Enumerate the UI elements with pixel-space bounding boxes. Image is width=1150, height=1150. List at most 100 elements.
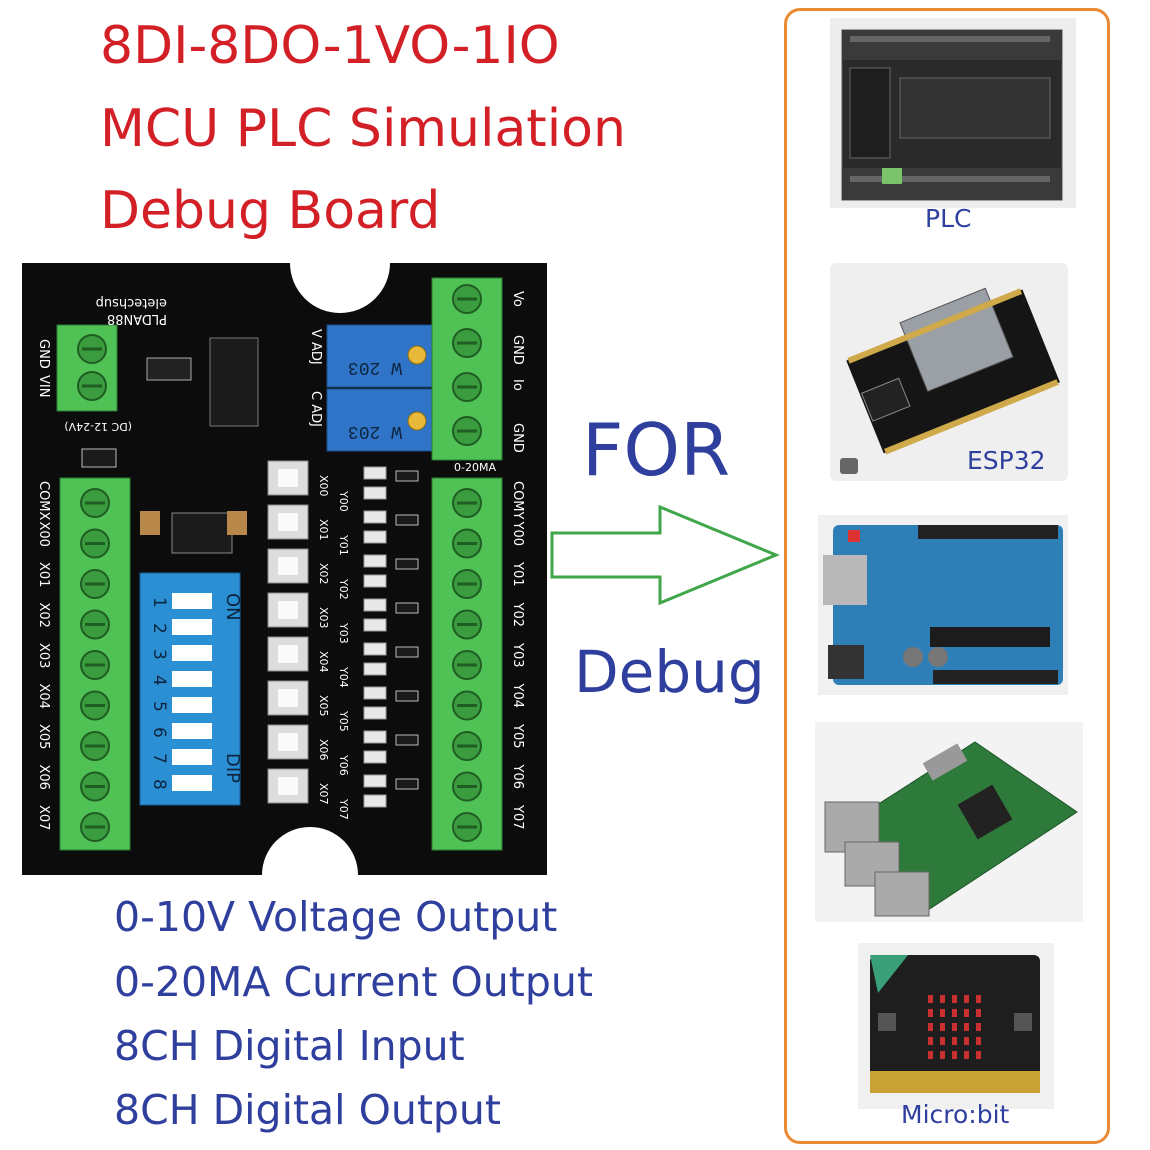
for-text: FOR [582,408,731,492]
bottom-mount-hole [262,827,358,875]
dip-number: 1 [149,597,169,608]
power-note: (DC 12-24V) [64,420,132,433]
terminal-label: Y07 [510,804,525,829]
led [363,750,387,764]
terminal-label: X01 [36,562,51,587]
c-adj-label: C ADJ [308,391,323,427]
terminal-label: Vo [510,291,525,307]
dip-number: 8 [149,779,169,790]
led [363,642,387,656]
dip-number: 7 [149,753,169,764]
led-y-label: Y07 [337,798,350,820]
led-x-label: X06 [317,739,330,761]
terminal-label: Y00 [510,521,525,546]
led-y-label: Y03 [337,622,350,644]
raspberry-pi-image [815,722,1083,922]
terminal-label: X05 [36,724,51,749]
title-line-3: Debug Board [100,181,441,241]
gnd-label: GND [36,339,51,369]
dip-on-label: ON [222,593,243,621]
terminal-label: Y03 [510,642,525,667]
terminal-label: Y01 [510,561,525,586]
terminal-label: COMY [510,481,525,520]
terminal-label: X06 [36,765,51,790]
model-label: PLDAN88 [107,311,167,326]
arduino-image [818,515,1068,695]
led-x-label: X03 [317,607,330,629]
terminal-label: X07 [36,805,51,830]
led [363,686,387,700]
terminal-label: X03 [36,643,51,668]
led [363,794,387,808]
led-y-label: Y05 [337,710,350,732]
top-mount-hole [290,263,390,313]
dip-switch-lever [172,697,212,713]
led [363,730,387,744]
led [363,774,387,788]
dip-number: 3 [149,649,169,660]
dip-number: 5 [149,701,169,712]
led-x-label: X07 [317,783,330,805]
led [363,662,387,676]
current-range-label: 0-20MA [454,461,496,474]
spec-digital-output: 8CH Digital Output [114,1086,501,1134]
dip-number: 2 [149,623,169,634]
dip-switch-lever [172,671,212,687]
led [363,554,387,568]
push-button [267,548,309,584]
led [363,486,387,500]
led-x-label: X04 [317,651,330,673]
esp32-image [830,263,1068,481]
led-y-label: Y04 [337,666,350,688]
dip-switch-lever [172,775,212,791]
led-x-label: X00 [317,475,330,497]
terminal-label: GND [510,423,525,453]
dip-switch-lever [172,723,212,739]
terminal-label: Y05 [510,723,525,748]
terminal-label: X02 [36,603,51,628]
dip-switch-lever [172,593,212,609]
led [363,510,387,524]
dip-switch-lever [172,645,212,661]
v-adj-label: V ADJ [308,329,323,365]
terminal-label: COMX [36,481,51,521]
pot-label-1: W 203 [348,357,402,377]
dip-switch-lever [172,749,212,765]
dip-switch [139,572,241,806]
compatible-devices-frame [784,8,1110,1144]
led [363,574,387,588]
dip-number: 4 [149,675,169,686]
microbit-image [858,943,1054,1109]
led-x-label: X02 [317,563,330,585]
spec-voltage: 0-10V Voltage Output [114,893,558,941]
debug-text: Debug [574,638,765,706]
led-x-label: X01 [317,519,330,541]
pot-label-2: W 203 [348,421,402,441]
device-label-plc: PLC [925,204,972,233]
led-y-label: Y02 [337,578,350,600]
device-label-esp32: ESP32 [967,446,1046,475]
terminal-label: Y04 [510,683,525,708]
terminal-label: Y02 [510,602,525,627]
terminal-label: GND [510,335,525,365]
title-line-2: MCU PLC Simulation [100,99,626,159]
device-label-microbit: Micro:bit [901,1100,1010,1129]
ic-chip [209,337,259,427]
arrow-right-icon [550,505,780,605]
led [363,598,387,612]
led-x-label: X05 [317,695,330,717]
spec-digital-input: 8CH Digital Input [114,1022,465,1070]
led-y-label: Y00 [337,490,350,512]
led [363,530,387,544]
terminal-label: Y06 [510,764,525,789]
spec-current: 0-20MA Current Output [114,958,593,1006]
debug-board-image: GND VIN eletechsup PLDAN88 (DC 12-24V) W… [22,263,547,875]
dip-label: DIP [222,753,243,783]
led [363,618,387,632]
vin-label: VIN [36,375,51,397]
plc-image [830,18,1076,208]
led [363,466,387,480]
terminal-label: X00 [36,522,51,547]
title-line-1: 8DI-8DO-1VO-1IO [100,16,560,76]
terminal-label: X04 [36,684,51,709]
